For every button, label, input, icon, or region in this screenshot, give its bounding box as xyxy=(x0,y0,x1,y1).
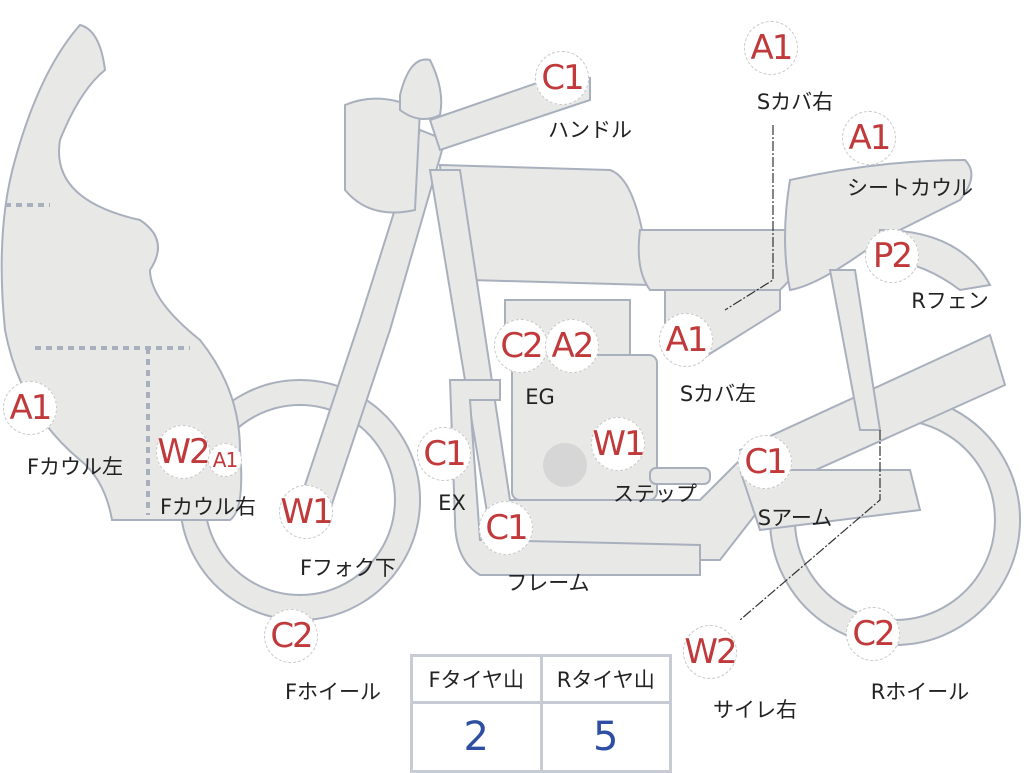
badge-front-cowl-left: A1 xyxy=(3,381,57,435)
label-front-cowl-left: Fカウル左 xyxy=(26,455,124,479)
badge-swing-arm: C1 xyxy=(738,435,792,489)
frame-lower xyxy=(448,379,701,576)
label-swing-arm: Sアーム xyxy=(757,506,833,530)
engine-cover xyxy=(543,443,587,487)
badge-front-cowl-right-w2: W2 xyxy=(156,425,211,479)
badge-frame: C1 xyxy=(479,501,533,555)
label-rear-fender: Rフェン xyxy=(911,289,989,313)
badge-rear-fender: P2 xyxy=(865,229,919,283)
badge-exhaust: C1 xyxy=(417,427,471,481)
step xyxy=(649,467,711,485)
label-rear-wheel: Rホイール xyxy=(870,680,970,704)
badge-front-cowl-right-a1: A1 xyxy=(208,443,242,477)
front-cowl xyxy=(0,23,243,521)
label-step: ステップ xyxy=(613,482,697,506)
headlight xyxy=(344,97,422,214)
badge-handlebar: C1 xyxy=(535,51,589,105)
badge-front-wheel: C2 xyxy=(264,609,318,663)
swing-arm xyxy=(738,469,922,532)
tyre-tread-table: Fタイヤ山 Rタイヤ山 2 5 xyxy=(410,654,672,773)
rear-tyre-value: 5 xyxy=(539,701,672,773)
label-engine: EG xyxy=(525,385,555,409)
label-silencer-right: サイレ右 xyxy=(713,698,797,722)
label-front-fork-lower: Fフォク下 xyxy=(299,556,397,580)
badge-engine-c2: C2 xyxy=(494,319,548,373)
mirror xyxy=(399,58,443,120)
seat-cowl xyxy=(784,158,973,292)
label-side-cover-left: Sカバ左 xyxy=(679,382,757,406)
badge-side-cover-right: A1 xyxy=(744,21,798,75)
badge-side-cover-left: A1 xyxy=(659,313,713,367)
label-seat-cowl: シートカウル xyxy=(847,176,973,200)
badge-front-fork-lower: W1 xyxy=(279,485,334,539)
badge-seat-cowl: A1 xyxy=(842,111,896,165)
badge-engine-a2: A2 xyxy=(545,319,599,373)
badge-step: W1 xyxy=(591,417,646,471)
badge-silencer-right: W2 xyxy=(683,625,738,679)
badge-rear-wheel: C2 xyxy=(846,607,900,661)
label-side-cover-right: Sカバ右 xyxy=(756,90,834,114)
label-front-cowl-right: Fカウル右 xyxy=(159,495,257,519)
front-tyre-header: Fタイヤ山 xyxy=(410,654,543,704)
label-frame: フレーム xyxy=(506,571,590,595)
rear-tyre-header: Rタイヤ山 xyxy=(539,654,672,704)
label-handlebar: ハンドル xyxy=(548,118,632,142)
front-tyre-value: 2 xyxy=(410,701,543,773)
label-front-wheel: Fホイール xyxy=(284,680,382,704)
label-exhaust: EX xyxy=(438,491,466,515)
